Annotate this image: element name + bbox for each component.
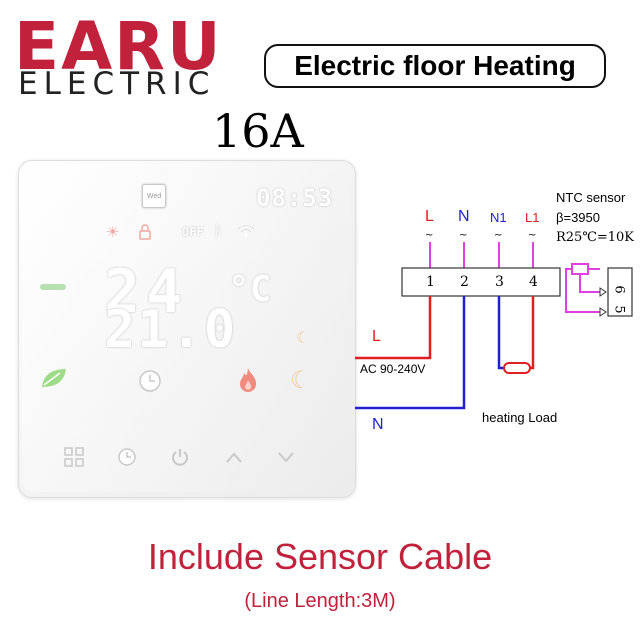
- moon-small-icon: ☾: [296, 330, 311, 347]
- sensor-wires: [565, 263, 600, 313]
- clock-display: 08:53: [256, 184, 334, 212]
- heating-load-label: heating Load: [482, 410, 558, 425]
- sensor-beta: β=3950: [556, 210, 600, 225]
- product-title: Electric floor Heating: [264, 44, 606, 88]
- terminal-tildes: ~ ~ ~ ~: [425, 230, 536, 241]
- terminal-number-4: 4: [529, 274, 538, 290]
- sensor-terminal-6: 6: [611, 285, 627, 294]
- terminal-number-1: 1: [426, 274, 435, 290]
- terminal-label-3: N1: [490, 210, 507, 225]
- clock-mode-icon[interactable]: [138, 369, 162, 398]
- menu-button[interactable]: [64, 447, 84, 472]
- svg-text:~: ~: [425, 230, 433, 241]
- leaf-icon: [40, 367, 68, 394]
- flame-icon: [236, 366, 260, 399]
- bluetooth-icon: ᛒ: [214, 222, 223, 238]
- supply-label-live: L: [372, 328, 381, 345]
- terminal-label-1: L: [425, 208, 434, 225]
- terminal-label-2: N: [458, 208, 470, 225]
- sensor-r25: R25℃=10K: [556, 230, 635, 245]
- power-state-text: OFF: [182, 225, 204, 239]
- sun-icon: ☀: [106, 224, 120, 241]
- terminal-number-3: 3: [495, 274, 504, 290]
- lock-icon: [138, 224, 152, 245]
- load-live-wire: [524, 296, 535, 370]
- supply-voltage: AC 90-240V: [360, 362, 426, 376]
- terminal-number-2: 2: [460, 274, 469, 290]
- moon-icon: ☾: [290, 367, 312, 394]
- day-label: Wed: [146, 192, 162, 200]
- supply-label-neutral: N: [372, 416, 384, 433]
- day-badge: Wed: [142, 184, 166, 208]
- thermostat-glass: [22, 164, 350, 492]
- eco-indicator: [40, 284, 66, 290]
- neutral-supply-wire: [355, 296, 466, 410]
- current-rating: 16A: [212, 104, 304, 158]
- svg-text:~: ~: [459, 230, 467, 241]
- brand-logo: EARU: [14, 8, 223, 85]
- load-neutral-wire: [497, 296, 510, 370]
- wifi-icon: [236, 224, 256, 243]
- caption-main: Include Sensor Cable: [147, 536, 493, 577]
- sensor-title: NTC sensor: [556, 190, 626, 205]
- brand-tagline: ELECTRIC: [18, 66, 216, 102]
- terminal-block: [401, 267, 561, 297]
- sensor-terminal-5: 5: [611, 305, 627, 314]
- terminal-label-4: L1: [525, 210, 540, 225]
- schedule-button[interactable]: [117, 447, 137, 472]
- power-button[interactable]: [170, 447, 190, 472]
- current-temperature: 24: [104, 257, 189, 327]
- svg-text:~: ~: [528, 230, 536, 241]
- sensor-terminal-block: [607, 267, 633, 317]
- set-temperature: 21.0: [104, 300, 238, 360]
- live-supply-wire: [355, 296, 432, 360]
- up-arrow-button[interactable]: [224, 449, 244, 470]
- svg-text:~: ~: [494, 230, 502, 241]
- heating-load: [503, 362, 531, 374]
- down-arrow-button[interactable]: [276, 449, 296, 470]
- temperature-unit: °C: [228, 269, 272, 310]
- caption-sub: (Line Length:3M): [244, 590, 396, 612]
